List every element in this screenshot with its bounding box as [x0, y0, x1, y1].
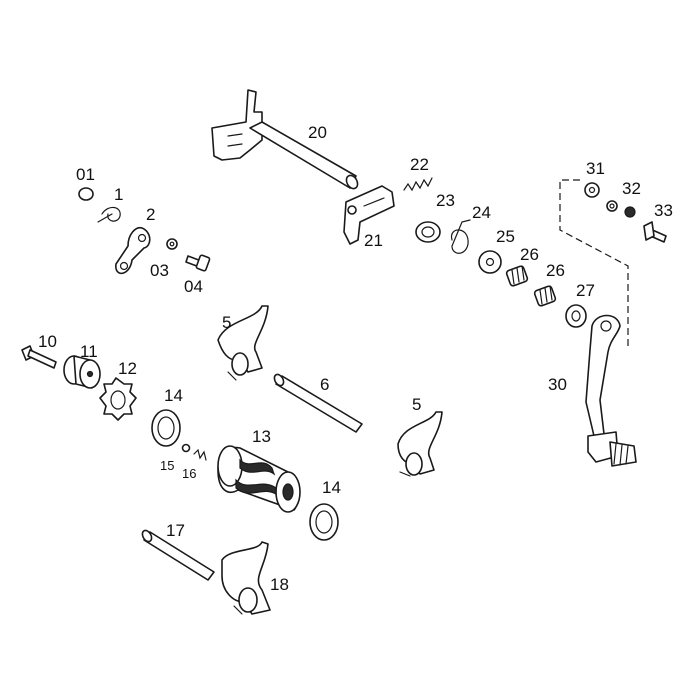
assembly-bracket-dashed — [559, 179, 629, 350]
label-12: 12 — [118, 359, 137, 378]
label-24: 24 — [472, 203, 491, 222]
label-15: 15 — [160, 458, 174, 473]
label-01: 01 — [76, 165, 95, 184]
part-12-star-wheel — [99, 377, 137, 421]
label-21: 21 — [364, 231, 383, 250]
label-32: 32 — [622, 179, 641, 198]
part-27-bushing — [565, 304, 587, 328]
part-32-washers — [606, 200, 636, 218]
part-30-shift-pedal — [585, 314, 637, 467]
label-20: 20 — [308, 123, 327, 142]
label-23: 23 — [436, 191, 455, 210]
label-30: 30 — [548, 375, 567, 394]
part-26-bearing-a — [505, 265, 529, 287]
part-1-spring — [97, 206, 121, 223]
label-10: 10 — [38, 332, 57, 351]
part-6-fork-rod — [273, 373, 363, 433]
label-22: 22 — [410, 155, 429, 174]
label-1: 1 — [114, 185, 123, 204]
part-03-washer — [166, 238, 178, 250]
label-26-b: 26 — [546, 261, 565, 280]
label-04: 04 — [184, 277, 203, 296]
part-23-clip — [415, 221, 441, 243]
label-5-a: 5 — [222, 313, 231, 332]
part-04-screw — [185, 254, 211, 272]
part-14-bearing-a — [151, 409, 181, 447]
part-25-washer — [478, 250, 502, 274]
label-13: 13 — [252, 427, 271, 446]
part-5-fork-b — [397, 411, 443, 477]
part-17-fork-rod — [141, 529, 215, 581]
part-10-bolt — [21, 345, 57, 369]
part-20-shift-shaft — [211, 89, 359, 190]
label-18: 18 — [270, 575, 289, 594]
part-13-shift-drum — [217, 445, 301, 513]
part-26-bearing-b — [533, 285, 557, 307]
label-03: 03 — [150, 261, 169, 280]
part-2-lever-arm — [115, 226, 151, 275]
label-26-a: 26 — [520, 245, 539, 264]
label-31: 31 — [586, 159, 605, 178]
part-16-spring — [193, 448, 207, 461]
label-6: 6 — [320, 375, 329, 394]
part-15-pin — [181, 443, 191, 453]
label-17: 17 — [166, 521, 185, 540]
label-2: 2 — [146, 205, 155, 224]
part-18-shift-fork — [221, 541, 271, 615]
part-24-return-spring — [451, 219, 471, 254]
part-33-bolt — [643, 221, 667, 243]
label-14-a: 14 — [164, 386, 183, 405]
label-14-b: 14 — [322, 478, 341, 497]
label-16: 16 — [182, 466, 196, 481]
label-27: 27 — [576, 281, 595, 300]
label-33: 33 — [654, 201, 673, 220]
part-5-fork-a — [217, 305, 269, 381]
part-01-bushing — [78, 187, 94, 201]
label-11: 11 — [80, 342, 98, 361]
part-14-bearing-b — [309, 503, 339, 541]
part-11-shift-cam — [63, 355, 101, 389]
label-5-b: 5 — [412, 395, 421, 414]
label-25: 25 — [496, 227, 515, 246]
part-21-lever-plate — [343, 185, 395, 245]
part-22-spring — [403, 177, 433, 192]
part-31-washer — [584, 182, 600, 198]
